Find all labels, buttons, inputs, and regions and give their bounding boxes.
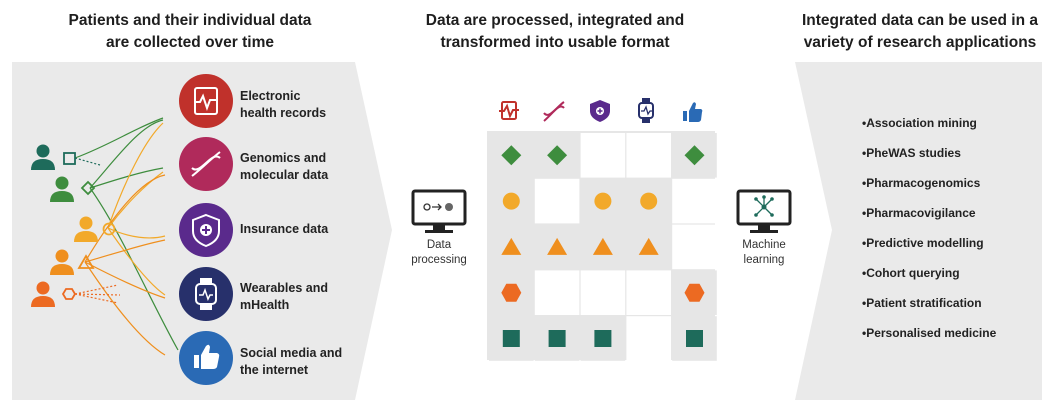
square-marker (594, 330, 612, 347)
source-label-ehr: Electronic health records (240, 89, 327, 120)
square-marker (502, 330, 520, 347)
source-label-social: Social media and the internet (240, 346, 343, 377)
header-processing: Data are processed, integrated and trans… (425, 12, 685, 51)
thumbs-up-icon (179, 331, 233, 385)
patient-5 (31, 281, 77, 307)
list-item: Personalised medicine (862, 323, 996, 353)
thumbs-small-icon (683, 102, 703, 122)
applications-list: Association mining PheWAS studies Pharma… (862, 113, 996, 353)
dna-icon (179, 137, 233, 191)
data-processing-label: Data processing (411, 239, 467, 266)
circle-marker (640, 192, 658, 210)
hexagon-marker (501, 283, 522, 302)
matrix-cells (489, 133, 717, 361)
source-label-genomics: Genomics and molecular data (240, 151, 329, 182)
triangle-marker (501, 237, 522, 255)
watch-small-icon (638, 98, 654, 123)
header-applications: Integrated data can be used in a variety… (801, 12, 1038, 51)
triangle-marker (592, 237, 613, 255)
patient-1 (31, 144, 76, 170)
list-item: PheWAS studies (862, 143, 996, 173)
matrix-cell (626, 270, 671, 315)
hexagon-marker (684, 283, 705, 302)
circle-marker (594, 192, 612, 210)
list-item: Pharmacovigilance (862, 203, 996, 233)
square-marker (686, 330, 703, 347)
diamond-marker (547, 145, 568, 166)
machine-learning-label: Machine learning (742, 239, 786, 266)
header-patients: Patients and their individual data are c… (68, 12, 312, 51)
patient-4 (50, 249, 95, 275)
ehr-icon (179, 74, 233, 128)
matrix-cell (672, 224, 717, 270)
shield-icon (179, 203, 233, 257)
matrix-cell (534, 270, 580, 315)
patient-3 (74, 216, 116, 242)
dna-small-icon (543, 101, 565, 122)
matrix-cell (626, 316, 671, 361)
circle-marker (502, 192, 520, 210)
matrix-cell (580, 133, 626, 178)
list-item: Association mining (862, 113, 996, 143)
dotted-arrows (74, 157, 121, 304)
shield-small-icon (590, 100, 610, 122)
diamond-marker (684, 145, 705, 166)
patient-arrows (74, 117, 179, 356)
matrix-cell (626, 133, 671, 178)
list-item: Cohort querying (862, 263, 996, 293)
matrix-cell (534, 178, 580, 224)
matrix-cell (672, 178, 717, 224)
data-processing-monitor-icon (411, 189, 467, 233)
patient-2 (50, 176, 96, 202)
list-item: Pharmacogenomics (862, 173, 996, 203)
triangle-marker (638, 237, 659, 255)
triangle-marker (547, 237, 568, 255)
source-label-insurance: Insurance data (240, 222, 329, 236)
machine-learning-monitor-icon (736, 189, 792, 233)
source-label-wearables: Wearables and mHealth (240, 281, 329, 312)
diamond-marker (501, 145, 522, 166)
matrix-cell (580, 270, 626, 315)
ehr-small-icon (499, 101, 519, 120)
list-item: Predictive modelling (862, 233, 996, 263)
list-item: Patient stratification (862, 293, 996, 323)
square-marker (548, 330, 566, 347)
smartwatch-icon (179, 267, 233, 321)
